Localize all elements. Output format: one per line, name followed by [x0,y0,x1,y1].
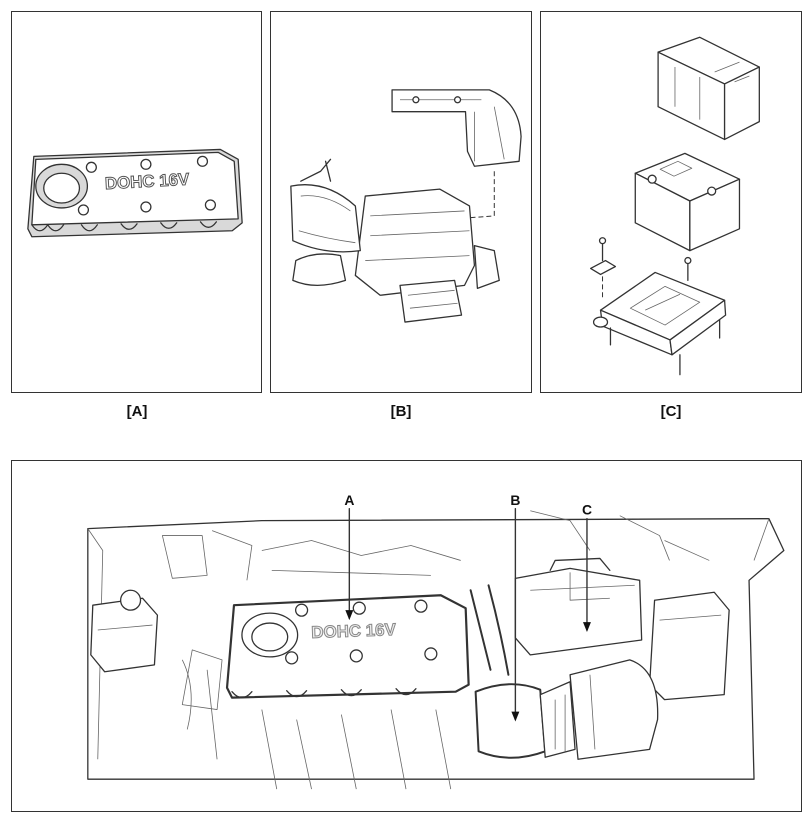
battery-icon [589,36,760,301]
panel-b [270,11,532,393]
panel-c [540,11,802,393]
cover-emboss-label: DOHC 16V [104,170,190,193]
panel-a: DOHC 16V [11,11,262,393]
air-cleaner-icon [290,89,522,323]
callout-a: A [344,492,354,508]
callout-b: B [510,492,520,508]
callout-c: C [582,502,592,518]
engine-cover-icon: DOHC 16V [27,148,243,238]
engine-bay-panel: DOHC 16V A B C [11,460,802,812]
panel-a-caption: [A] [126,403,148,420]
battery-tray-icon [592,271,727,376]
panel-c-caption: [C] [660,403,682,420]
engine-bay-icon: DOHC 16V A B C [87,492,785,790]
panel-b-caption: [B] [390,403,412,420]
bay-cover-emboss: DOHC 16V [311,620,397,642]
